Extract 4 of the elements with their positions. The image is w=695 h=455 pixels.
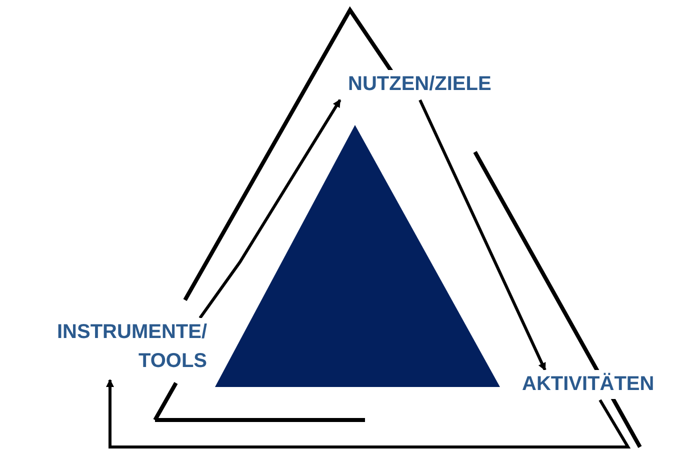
arrow [418, 99, 546, 371]
node-label: AKTIVITÄTEN [522, 370, 654, 399]
arrow [106, 379, 631, 448]
arrow [198, 99, 342, 319]
